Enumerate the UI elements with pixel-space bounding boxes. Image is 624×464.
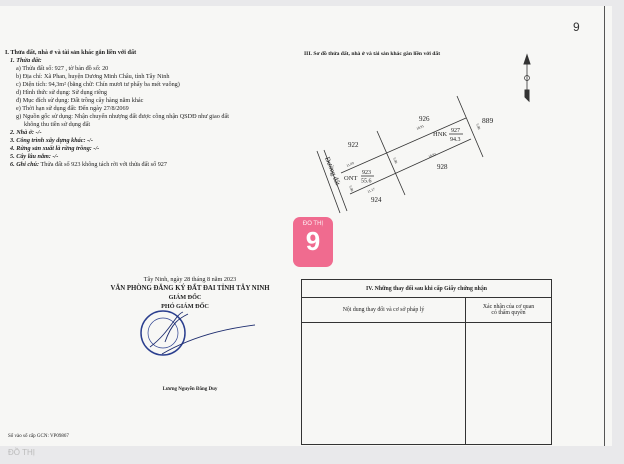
dimension: 11.09 xyxy=(346,161,355,168)
issuing-office: VĂN PHÒNG ĐĂNG KÝ ĐẤT ĐAI TỈNH TÂY NINH xyxy=(110,285,270,292)
column-header-changes: Nội dung thay đổi và cơ sở pháp lý xyxy=(301,297,466,323)
section4-heading: IV. Những thay đổi sau khi cấp Giấy chứn… xyxy=(301,279,552,298)
road-line xyxy=(323,149,348,212)
confirmation-cell xyxy=(465,322,552,445)
watermark: ĐỒ THỊ xyxy=(8,448,35,457)
parcel-928: 928 xyxy=(437,163,448,171)
issue-date: Tây Ninh, ngày 28 tháng 8 năm 2023 xyxy=(143,276,237,283)
house: 2. Nhà ở: -/- xyxy=(10,129,42,136)
dothi-logo: ĐỒ THỊ 9 xyxy=(293,217,333,267)
note: 6. Ghi chú: Thửa đất số 923 không tách r… xyxy=(10,161,167,169)
hnk-area: 94.3 xyxy=(450,137,461,143)
note-label: 6. Ghi chú: xyxy=(10,161,40,168)
section3-heading: III. Sơ đồ thửa đất, nhà ở và tài sản kh… xyxy=(304,51,441,57)
parcel-926: 926 xyxy=(419,115,430,123)
changes-cell xyxy=(301,322,466,445)
role-director: GIÁM ĐỐC xyxy=(168,294,202,301)
changes-table: IV. Những thay đổi sau khi cấp Giấy chứn… xyxy=(301,279,552,445)
page-border xyxy=(604,6,605,446)
hnk-code: HNK xyxy=(433,131,447,138)
perennial-trees: 5. Cây lâu năm: -/- xyxy=(10,153,59,160)
hnk-number: 927 xyxy=(451,128,460,134)
official-stamp xyxy=(140,310,256,356)
usage-purpose: đ) Mục đích sử dụng: Đất trồng cây hàng … xyxy=(16,97,144,104)
usage-term: e) Thời hạn sử dụng đất: Đến ngày 27/8/2… xyxy=(16,105,129,112)
north-arrow-icon xyxy=(523,53,531,103)
dimension: 5.00 xyxy=(392,157,398,164)
role-deputy-director: PHÓ GIÁM ĐỐC xyxy=(161,303,209,310)
note-text: Thửa đất số 923 không tách rời với thửa … xyxy=(40,161,168,168)
other-construction: 3. Công trình xây dựng khác: -/- xyxy=(10,137,93,144)
parcel-924: 924 xyxy=(371,196,382,204)
ont-number: 923 xyxy=(362,170,371,176)
parcel-boundary xyxy=(349,138,472,195)
dimension: 18.83 xyxy=(428,152,437,159)
parcel-boundary xyxy=(340,117,467,174)
forest: 4. Rừng sản xuất là rừng trồng: -/- xyxy=(10,145,100,152)
header-line: Xác nhận của cơ quan xyxy=(482,304,535,310)
logo-text: ĐỒ THỊ xyxy=(302,221,324,227)
parcel-number: a) Thửa đất số: 927 , tờ bản đồ số: 20 xyxy=(16,65,109,72)
signature xyxy=(149,311,256,355)
page-number: 9 xyxy=(573,20,580,34)
header-line: có thẩm quyền xyxy=(491,310,526,316)
dimension: 5.00 xyxy=(348,185,354,192)
parcel-922: 922 xyxy=(348,141,359,149)
registry-number: Số vào sổ cấp GCN: VP09867 xyxy=(8,434,69,439)
ont-area: 55.6 xyxy=(361,179,372,185)
area: c) Diện tích: 94,3m² (bằng chữ: Chín mươ… xyxy=(16,81,180,88)
logo-number: 9 xyxy=(305,226,321,256)
signer-name: Lương Nguyễn Đăng Duy xyxy=(162,387,218,392)
dimension: 18.91 xyxy=(416,124,425,131)
parcel-889: 889 xyxy=(482,116,494,125)
section1-heading: I. Thửa đất, nhà ở và tài sản khác gắn l… xyxy=(5,49,137,56)
parcel-divider xyxy=(376,130,406,196)
usage-origin: g) Nguồn gốc sử dụng: Nhận chuyển nhượng… xyxy=(16,113,229,120)
ont-code: ONT xyxy=(344,175,357,182)
address: b) Địa chỉ: Xã Phan, huyện Dương Minh Ch… xyxy=(16,73,170,80)
parcel-boundary xyxy=(456,95,484,158)
dimension: 11.17 xyxy=(367,187,376,194)
road-label: Đường đất xyxy=(323,156,342,187)
usage-origin-cont: không thu tiền sử dụng đất xyxy=(24,121,91,128)
dimension: 5.00 xyxy=(475,123,481,130)
road-line xyxy=(316,150,341,214)
usage-form: d) Hình thức sử dụng: Sử dụng riêng xyxy=(16,89,108,96)
land-subheading: 1. Thửa đất: xyxy=(10,57,42,64)
